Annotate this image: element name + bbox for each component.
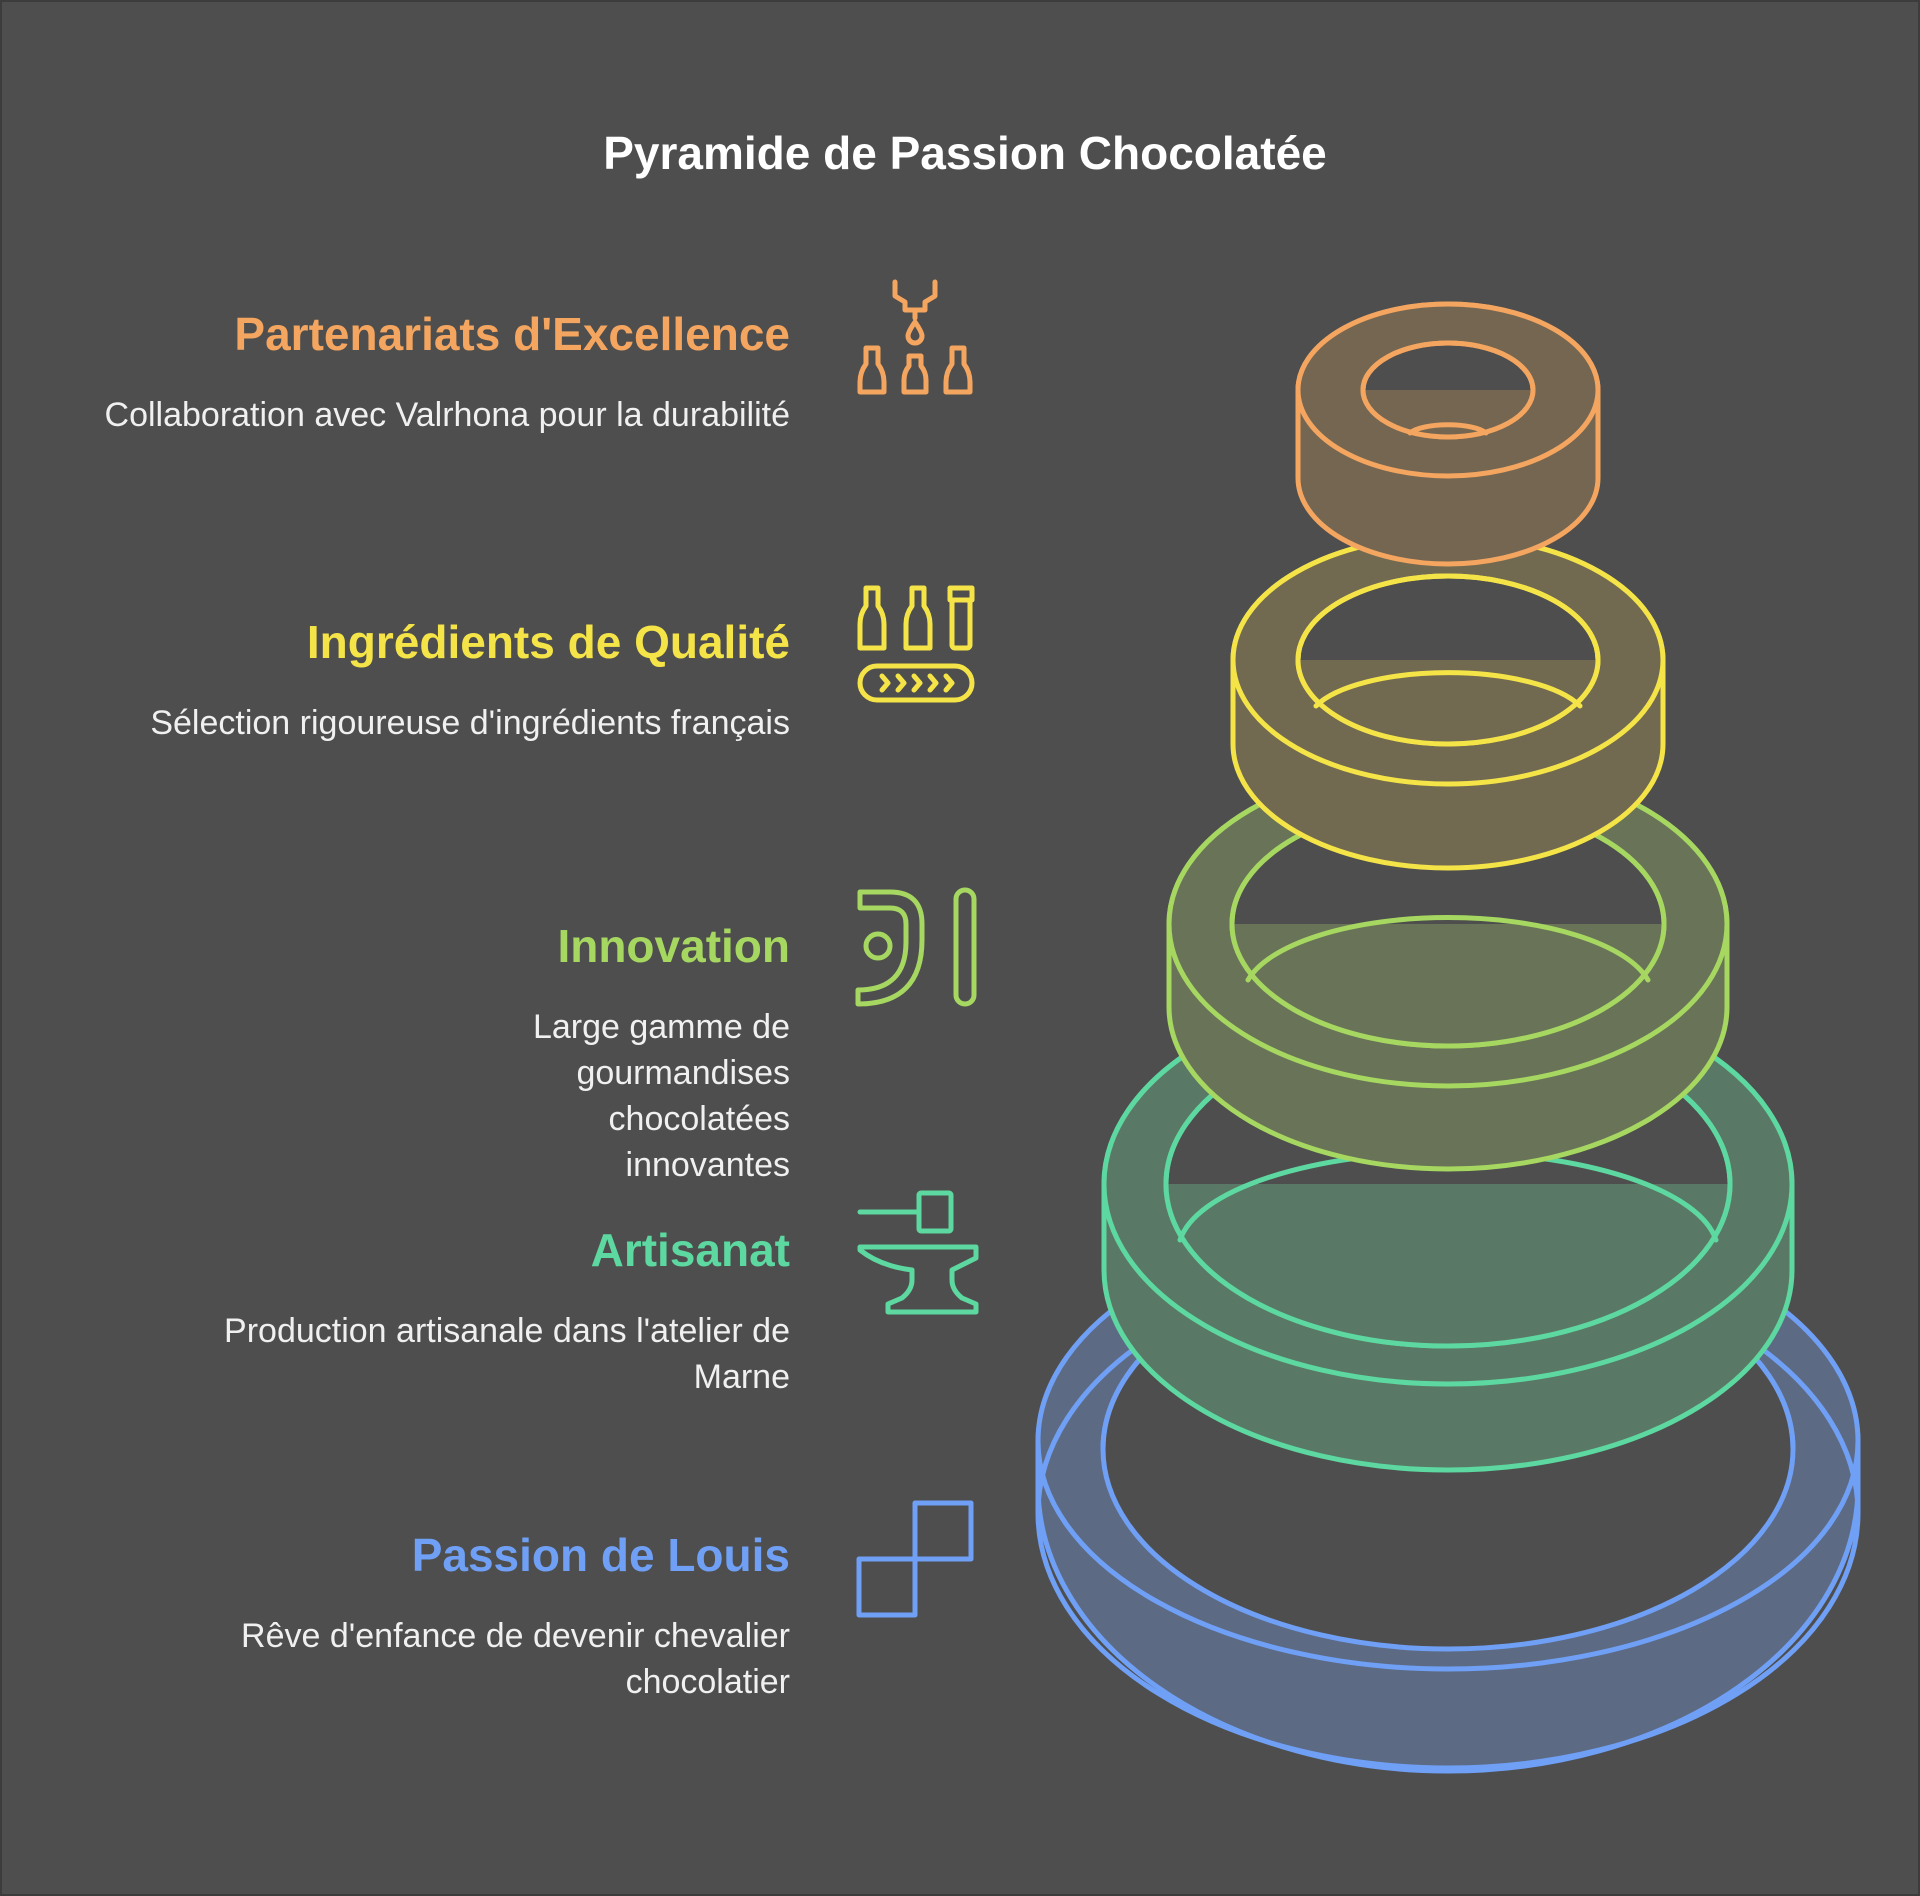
tier-description: Collaboration avec Valrhona pour la dura… <box>104 396 790 434</box>
squares-icon <box>856 1500 974 1618</box>
tier-innovation: Innovation Large gamme de gourmandises c… <box>10 918 790 1188</box>
tier-partenariats: Partenariats d'Excellence Collaboration … <box>10 306 790 438</box>
tier-ingredients: Ingrédients de Qualité Sélection rigoure… <box>10 614 790 746</box>
tier-artisanat: Artisanat Production artisanale dans l'a… <box>10 1222 790 1400</box>
tier-heading: Ingrédients de Qualité <box>306 616 790 668</box>
pipe-rod-icon <box>855 887 977 1007</box>
tier-description: Large gamme de gourmandises chocolatées … <box>532 1008 790 1184</box>
tier-passion: Passion de Louis Rêve d'enfance de deven… <box>10 1527 790 1705</box>
diagram-title: Pyramide de Passion Chocolatée <box>603 127 1327 179</box>
tier-description: Sélection rigoureuse d'ingrédients franç… <box>150 704 790 742</box>
tier-description: Production artisanale dans l'atelier de … <box>224 1312 790 1396</box>
ring-partenariats-inner-rim <box>1407 422 1489 436</box>
ring-partenariats <box>1295 301 1601 567</box>
tier-heading: Artisanat <box>590 1224 790 1276</box>
tier-heading: Innovation <box>557 920 790 972</box>
tier-heading: Partenariats d'Excellence <box>234 308 790 360</box>
tier-heading: Passion de Louis <box>411 1529 790 1581</box>
ring-innovation <box>1166 759 1730 1172</box>
drip-bottles-icon <box>857 279 973 395</box>
conveyor-bottles-icon <box>857 585 975 703</box>
tier-description: Rêve d'enfance de devenir chevalier choc… <box>241 1617 790 1701</box>
ring-ingredients-inner-rim <box>1313 670 1583 709</box>
anvil-hammer-icon <box>857 1190 979 1315</box>
ring-innovation-inner-rim <box>1245 915 1651 983</box>
ring-ingredients <box>1230 533 1666 871</box>
